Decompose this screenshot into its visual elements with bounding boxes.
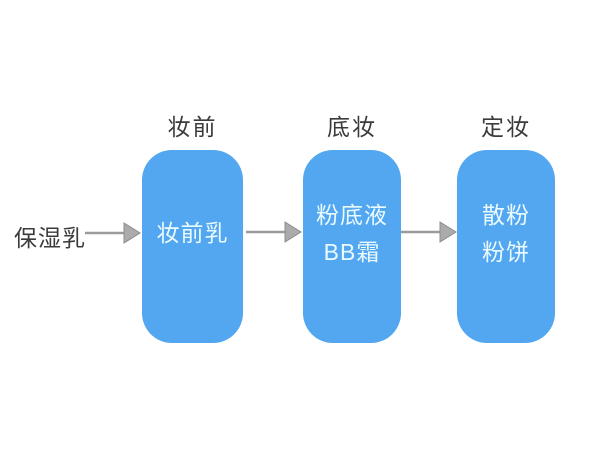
stage-header-setting-makeup: 定妆 — [481, 114, 531, 140]
stage-box-line: 妆前乳 — [156, 220, 229, 247]
stage-box-line: 粉底液 — [316, 201, 388, 228]
stage-box-line: 散粉 — [482, 201, 530, 228]
flow-arrow — [246, 221, 302, 243]
stage-header-base-makeup: 底妆 — [327, 114, 377, 140]
stage-box-powder: 散粉 粉饼 — [457, 150, 555, 343]
stage-box-primer: 妆前乳 — [142, 150, 243, 343]
stage-box-line: 粉饼 — [482, 238, 530, 265]
start-node-label: 保湿乳 — [14, 225, 86, 251]
flow-arrow — [85, 222, 141, 244]
stage-header-pre-makeup: 妆前 — [167, 114, 218, 140]
stage-box-foundation: 粉底液 BB霜 — [303, 150, 401, 343]
flow-arrow — [401, 221, 457, 243]
stage-box-line: BB霜 — [323, 238, 381, 265]
